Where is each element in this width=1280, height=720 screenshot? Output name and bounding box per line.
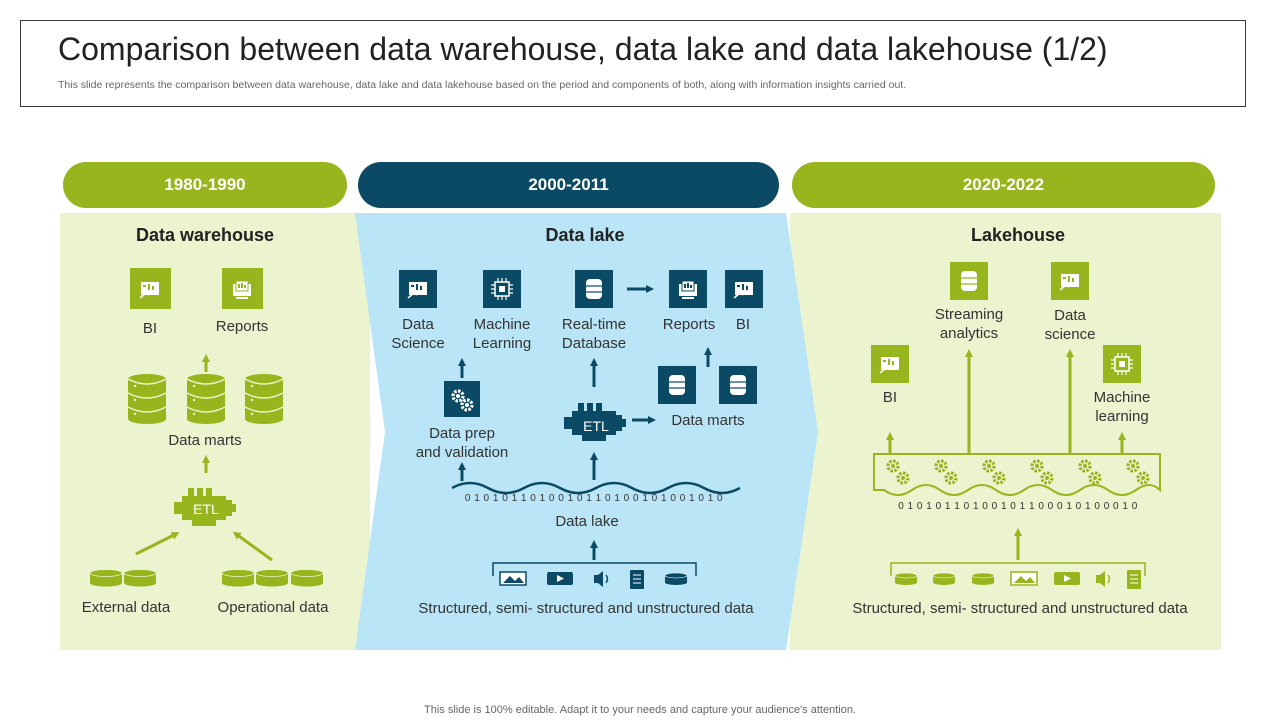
lake-heading: Data lake [545,225,625,245]
lakehouse-container [873,453,1161,496]
reports-icon [222,268,263,309]
disk-icon [255,569,289,587]
label-bi: BI [142,320,158,337]
warehouse-heading: Data warehouse [135,225,275,245]
audio-icon [1096,571,1111,587]
label-data-lake: Data lake [555,513,619,530]
streaming-analytics-icon [950,262,988,300]
binary-stream: 0 1 0 1 0 1 1 0 1 0 0 1 0 1 1 0 1 0 0 1 … [464,493,724,504]
bi-icon [871,345,909,383]
lake-wave [451,481,741,495]
machine-learning-icon [483,270,521,308]
arrow-diag [232,531,273,562]
image-icon [499,571,527,586]
label-reports: Reports [215,318,269,335]
video-icon [1054,572,1080,585]
document-icon [1127,570,1141,589]
video-icon [547,572,573,585]
label-external-data: External data [81,599,171,616]
disk-icon [664,572,688,586]
database-icon [127,373,167,425]
label-bi: BI [735,316,751,333]
database-icon [244,373,284,425]
binary-stream: 0 1 0 1 0 1 1 0 1 0 0 1 0 1 1 0 0 0 1 0 … [898,501,1138,512]
image-icon [1010,571,1038,586]
lakehouse-panel [790,213,1221,650]
label-bi: BI [882,389,898,406]
disk-icon [932,572,956,586]
database-icon [186,373,226,425]
data-mart-icon [658,366,696,404]
period-pill-warehouse: 1980-1990 [63,162,347,208]
realtime-db-icon [575,270,613,308]
gears-icon [444,381,480,417]
machine-learning-icon [1103,345,1141,383]
disk-icon [123,569,157,587]
data-science-icon [1051,262,1089,300]
bracket [492,562,697,576]
disk-icon [290,569,324,587]
bi-icon [725,270,763,308]
audio-icon [594,571,609,587]
label-operational-data: Operational data [217,599,329,616]
reports-icon [669,270,707,308]
bracket [890,562,1146,576]
data-mart-icon [719,366,757,404]
page-title: Comparison between data warehouse, data … [58,31,1108,67]
label-sources: Structured, semi- structured and unstruc… [852,600,1188,617]
label-reports: Reports [662,316,716,333]
label-etl: ETL [583,418,609,434]
disk-icon [894,572,918,586]
label-etl: ETL [193,501,219,517]
page-subtitle: This slide represents the comparison bet… [58,79,907,91]
period-pill-lakehouse: 2020-2022 [792,162,1215,208]
data-science-icon [399,270,437,308]
footer-note: This slide is 100% editable. Adapt it to… [424,704,856,716]
bi-icon [130,268,171,309]
disk-icon [89,569,123,587]
label-data-marts: Data marts [671,412,745,429]
label-sources: Structured, semi- structured and unstruc… [418,600,754,617]
disk-icon [221,569,255,587]
title-box: Comparison between data warehouse, data … [20,20,1246,107]
label-data-marts: Data marts [168,432,242,449]
period-pill-lake: 2000-2011 [358,162,779,208]
arrow-diag [135,532,180,556]
lakehouse-heading: Lakehouse [970,225,1066,245]
document-icon [630,570,644,589]
disk-icon [971,572,995,586]
